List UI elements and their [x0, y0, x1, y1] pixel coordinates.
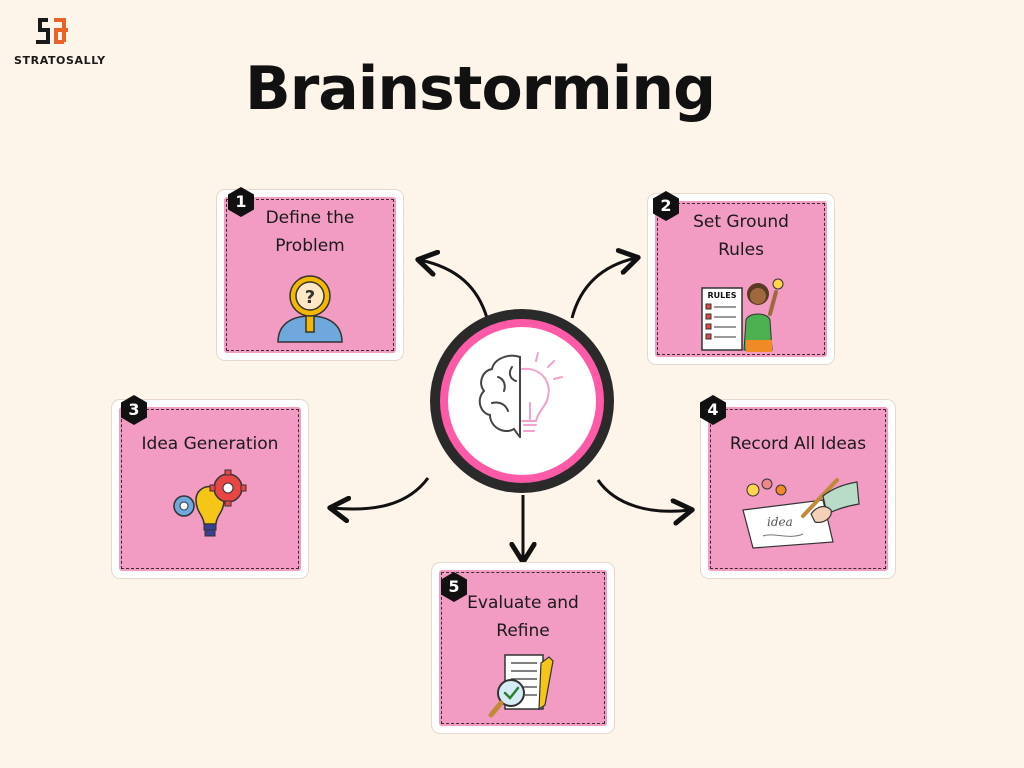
step-label: Evaluate and Refine [467, 593, 579, 641]
svg-text:?: ? [305, 287, 315, 308]
step-badge-1: 1 [225, 186, 257, 218]
step-card-4: Record All Ideas idea 4 [700, 395, 895, 578]
brain-lightbulb-icon [478, 354, 521, 438]
arrow-to-step-1 [420, 260, 489, 319]
hand-writing-idea-icon: idea [701, 470, 895, 554]
stratosally-logo: STRATOSALLY [14, 14, 106, 74]
document-review-magnifier-icon [432, 649, 614, 725]
center-brain-circle [428, 307, 616, 495]
arrow-to-step-3 [332, 477, 430, 509]
page-title: Brainstorming [244, 54, 716, 124]
rules-board-person-icon: RULES [648, 274, 834, 358]
step-label: Record All Ideas [729, 434, 867, 454]
step-label: Set Ground Rules [693, 212, 789, 260]
step-label: Define the Problem [265, 208, 355, 256]
step-card-2: Set Ground Rules RULES 2 [648, 191, 834, 364]
magnifier-question-person-icon: ? [217, 272, 403, 348]
step-badge-5: 5 [438, 571, 470, 603]
step-badge-3: 3 [118, 394, 150, 426]
svg-text:RULES: RULES [708, 291, 737, 300]
brand-name: STRATOSALLY [14, 54, 106, 67]
step-card-3: Idea Generation 3 [112, 395, 308, 578]
stratosally-logo-mark [36, 18, 68, 44]
step-label: Idea Generation [141, 434, 279, 454]
lightbulb-gears-icon [112, 466, 308, 550]
step-badge-2: 2 [650, 190, 682, 222]
arrow-to-step-4 [596, 479, 690, 511]
step-badge-4: 4 [697, 394, 729, 426]
step-card-5: Evaluate and Refine 5 [432, 563, 614, 733]
svg-text:idea: idea [767, 515, 793, 529]
arrow-to-step-2 [570, 258, 636, 319]
step-card-1: Define the Problem ? 1 [217, 187, 403, 360]
